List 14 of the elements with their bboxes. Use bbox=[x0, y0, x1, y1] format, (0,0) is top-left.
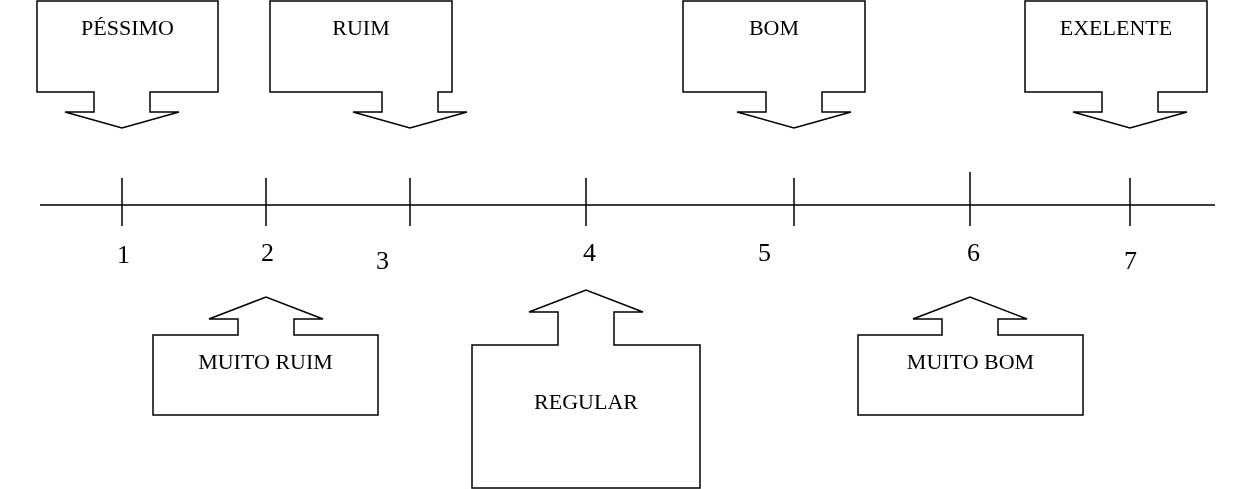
rating-label: REGULAR bbox=[534, 390, 638, 415]
rating-label: PÉSSIMO bbox=[81, 16, 174, 41]
rating-label: BOM bbox=[748, 16, 800, 41]
scale-number: 5 bbox=[758, 240, 771, 266]
rating-label: MUITO RUIM bbox=[198, 350, 333, 375]
scale-number: 4 bbox=[583, 240, 596, 266]
rating-label: MUITO BOM bbox=[906, 350, 1035, 375]
scale-number: 1 bbox=[117, 242, 130, 268]
scale-number: 3 bbox=[376, 248, 389, 274]
rating-label: RUIM bbox=[332, 16, 390, 41]
scale-number: 2 bbox=[261, 240, 274, 266]
scale-number: 7 bbox=[1124, 248, 1137, 274]
scale-number: 6 bbox=[967, 240, 980, 266]
rating-label: EXELENTE bbox=[1059, 16, 1173, 41]
